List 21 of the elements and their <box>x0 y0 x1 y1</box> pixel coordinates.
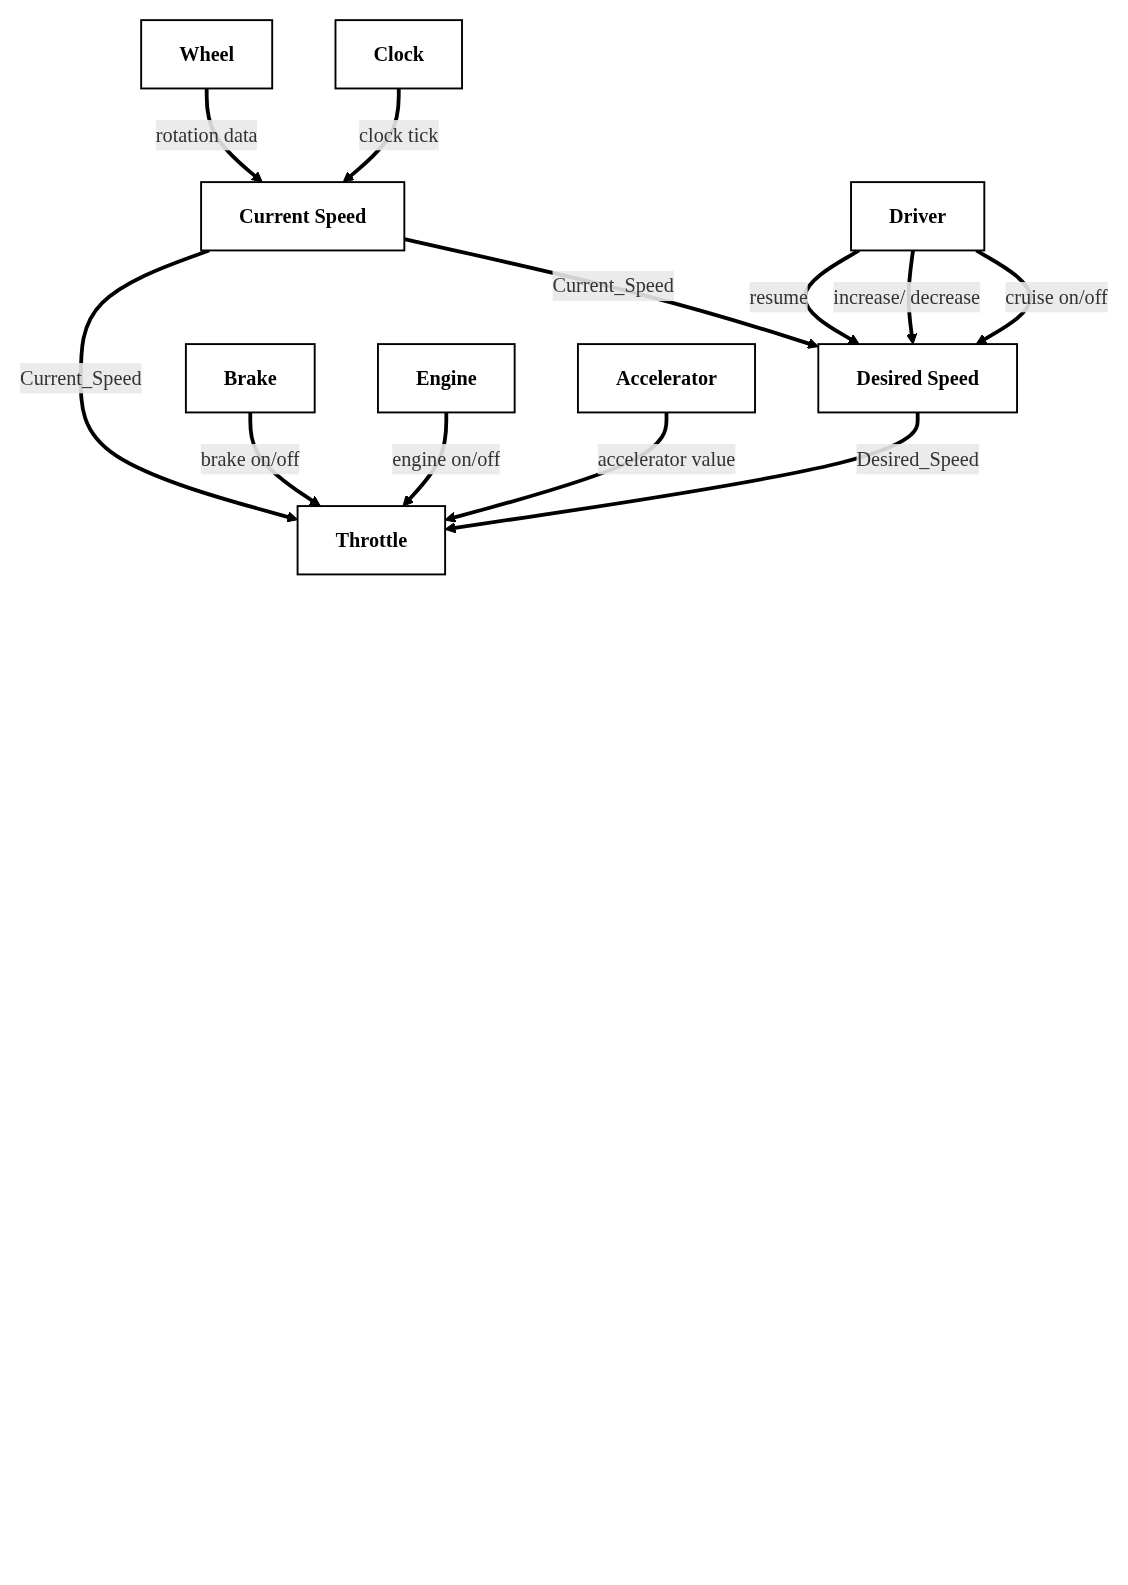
edge-label: brake on/off <box>200 447 300 470</box>
node-box: Driver <box>850 181 986 252</box>
edge-label: cruise on/off <box>1005 285 1108 308</box>
edge-label: Desired_Speed <box>856 447 979 470</box>
node-box: Accelerator <box>577 343 756 414</box>
node-box: Current Speed <box>200 181 406 252</box>
node-box: Engine <box>377 343 516 414</box>
node-box: Throttle <box>296 505 447 576</box>
edge-label: rotation data <box>155 123 258 146</box>
edge-label: engine on/off <box>392 447 501 470</box>
edge-label: increase/ decrease <box>833 285 981 308</box>
node-box: Wheel <box>140 19 274 90</box>
edge-label: clock tick <box>359 123 439 146</box>
arrow <box>78 248 299 523</box>
node-box: Brake <box>184 343 316 414</box>
edge-label: Current_Speed <box>20 366 142 389</box>
node-box: Desired Speed <box>817 343 1018 414</box>
edge-label: Current_Speed <box>552 274 674 297</box>
edge-label: resume <box>749 285 809 308</box>
node-box: Clock <box>334 19 463 90</box>
edge-label: accelerator value <box>597 447 736 470</box>
